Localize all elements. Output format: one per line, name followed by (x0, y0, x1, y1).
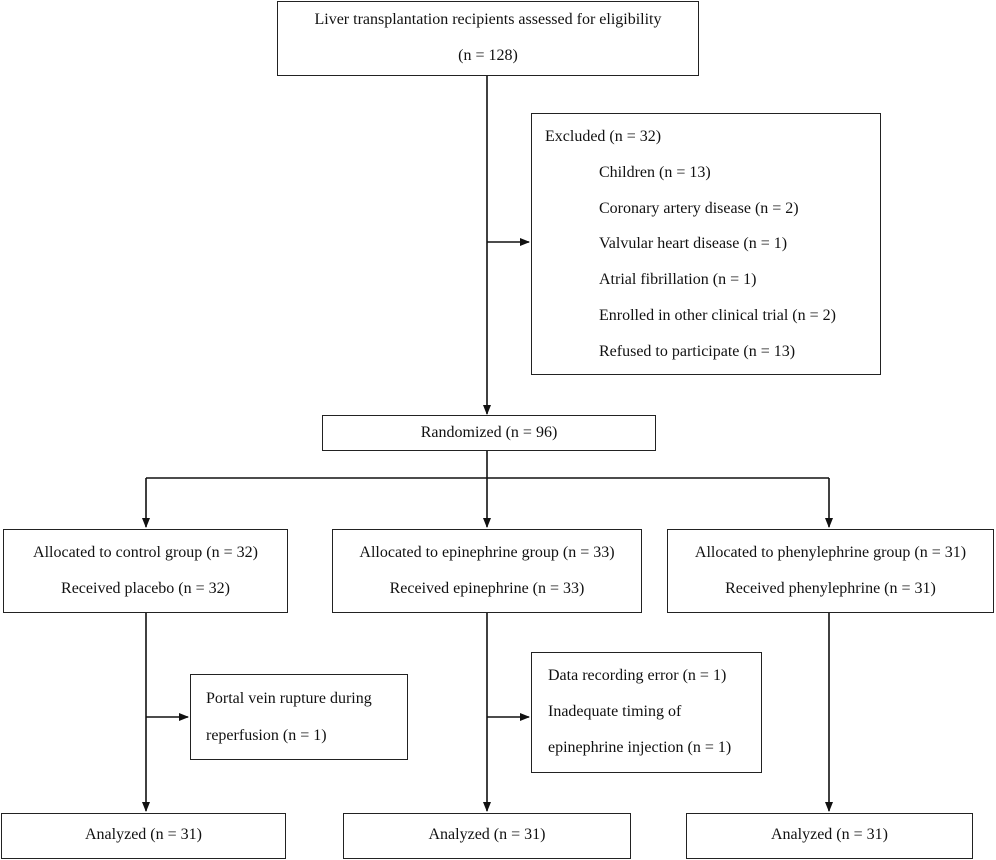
control-dropout-line: reperfusion (n = 1) (206, 727, 327, 744)
epinephrine-dropout-line: epinephrine injection (n = 1) (548, 739, 732, 756)
epinephrine-received: Received epinephrine (n = 33) (389, 580, 585, 597)
phenylephrine-analyzed-box (686, 813, 973, 859)
phenylephrine-analyzed: Analyzed (n = 31) (771, 826, 888, 843)
excluded-title: Excluded (n = 32) (545, 128, 662, 145)
excluded-item: Atrial fibrillation (n = 1) (599, 271, 757, 288)
phenylephrine-allocated: Allocated to phenylephrine group (n = 31… (694, 544, 967, 561)
excluded-item: Enrolled in other clinical trial (n = 2) (599, 307, 836, 324)
control-group-box (3, 529, 288, 613)
excluded-item: Refused to participate (n = 13) (599, 343, 796, 360)
control-analyzed: Analyzed (n = 31) (85, 826, 202, 843)
excluded-item: Coronary artery disease (n = 2) (599, 200, 799, 217)
control-analyzed-box (1, 813, 286, 859)
phenylephrine-group-box (667, 529, 994, 613)
control-dropout-box (190, 674, 408, 760)
epinephrine-dropout-line: Data recording error (n = 1) (548, 667, 727, 684)
randomized-box (322, 415, 656, 451)
epinephrine-analyzed: Analyzed (n = 31) (428, 826, 546, 843)
excluded-box (531, 113, 881, 375)
randomized-label: Randomized (n = 96) (420, 424, 558, 441)
epinephrine-analyzed-box (343, 813, 631, 859)
excluded-item: Valvular heart disease (n = 1) (599, 235, 788, 252)
excluded-item: Children (n = 13) (599, 164, 711, 181)
eligibility-box (277, 1, 699, 76)
eligibility-title: Liver transplantation recipients assesse… (314, 11, 662, 28)
control-allocated: Allocated to control group (n = 32) (33, 544, 258, 561)
epinephrine-dropout-box (531, 652, 762, 773)
eligibility-count: (n = 128) (458, 47, 518, 64)
control-dropout-line: Portal vein rupture during (206, 690, 372, 707)
epinephrine-allocated: Allocated to epinephrine group (n = 33) (359, 544, 615, 561)
epinephrine-dropout-line: Inadequate timing of (548, 703, 682, 720)
phenylephrine-received: Received phenylephrine (n = 31) (725, 580, 936, 597)
epinephrine-group-box (332, 529, 642, 613)
control-received: Received placebo (n = 32) (61, 580, 230, 597)
